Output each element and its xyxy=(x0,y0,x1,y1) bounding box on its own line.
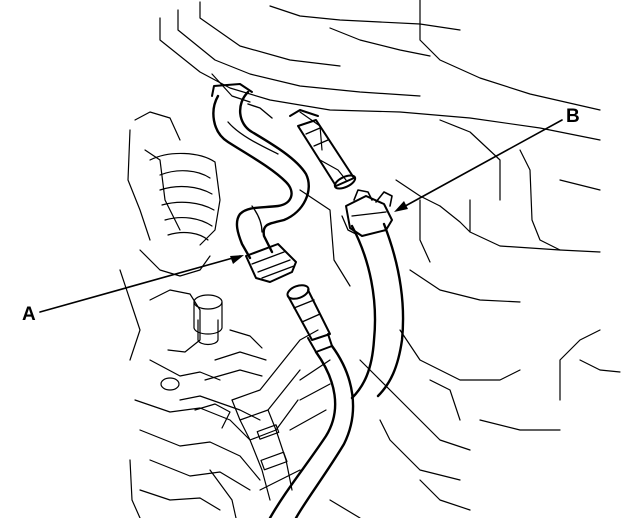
lower-pipe xyxy=(268,284,355,518)
arrowhead-a xyxy=(230,255,244,264)
leader-line-b xyxy=(397,119,563,211)
leader-lines xyxy=(39,119,563,313)
callout-label-a: A xyxy=(22,304,36,325)
callout-label-b: B xyxy=(566,106,580,127)
leader-line-a xyxy=(39,255,241,313)
upper-pipe xyxy=(289,109,357,190)
arrowhead-b xyxy=(394,201,408,212)
upper-hose xyxy=(211,83,310,283)
right-hose xyxy=(341,189,405,400)
engine-background xyxy=(119,0,621,518)
